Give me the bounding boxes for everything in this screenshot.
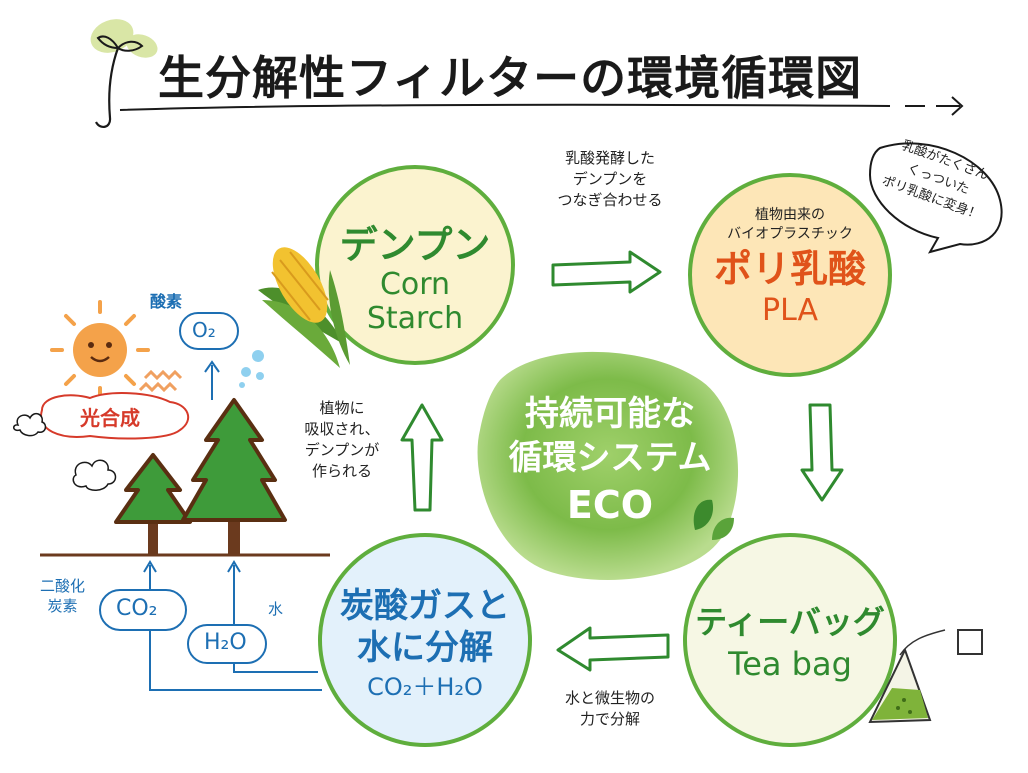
decomp-jp-2: 水に分解 [325,627,525,669]
center-line-1: 持続可能な [490,392,730,436]
decomp-jp-1: 炭酸ガスと [325,585,525,627]
co2-label: 二酸化 炭素 [40,576,85,616]
starch-en-2: Starch [317,302,513,336]
arrow-pla-to-teabag [802,405,842,500]
center-label: 持続可能な 循環システム ECO [490,392,730,530]
decomp-label: 炭酸ガスと 水に分解 CO₂＋H₂O [325,585,525,705]
caption-top: 乳酸発酵した デンプンを つなぎ合わせる [535,148,685,211]
arrow-starch-to-pla [553,252,660,292]
photosynthesis-label: 光合成 [80,402,140,431]
tree-icon [116,455,190,555]
center-line-3: ECO [490,480,730,530]
caption-top-1: 乳酸発酵した [535,148,685,169]
pla-en: PLA [690,294,890,328]
caption-left-3: デンプンが [292,440,392,461]
title-dash-arrow [905,97,962,115]
heat-wave-icon [140,372,181,390]
o2-arrow [205,362,219,400]
o2-text: O₂ [192,318,216,342]
caption-bottom-1: 水と微生物の [545,688,675,709]
page-title: 生分解性フィルターの環境循環図 [158,42,862,108]
sun-icon [52,302,148,398]
pla-label: 植物由来の バイオプラスチック ポリ乳酸 PLA [690,206,890,328]
pla-sub-2: バイオプラスチック [690,225,890,244]
caption-left-2: 吸収され、 [292,419,392,440]
caption-left: 植物に 吸収され、 デンプンが 作られる [292,398,392,482]
starch-label: デンプン Corn Starch [317,222,513,336]
cloud-icon [14,414,46,436]
caption-left-4: 作られる [292,461,392,482]
bubbles-icon [239,350,264,388]
cloud-icon [73,460,115,490]
teabag-label: ティーバッグ Tea bag [690,600,890,684]
decomp-formula: CO₂＋H₂O [325,669,525,705]
co2-label-2: 炭素 [40,596,85,616]
water-label: 水 [268,598,283,619]
co2-text: CO₂ [116,596,158,621]
teabag-jp: ティーバッグ [690,600,890,644]
caption-top-3: つなぎ合わせる [535,190,685,211]
tree-icon [183,400,285,555]
co2-label-1: 二酸化 [40,576,85,596]
h2o-text: H₂O [204,630,247,655]
starch-en-1: Corn [317,268,513,302]
caption-bottom: 水と微生物の 力で分解 [545,688,675,730]
center-line-2: 循環システム [490,436,730,480]
caption-top-2: デンプンを [535,169,685,190]
starch-jp: デンプン [317,222,513,268]
teabag-en: Tea bag [690,644,890,684]
pla-sub-1: 植物由来の [690,206,890,225]
caption-left-1: 植物に [292,398,392,419]
pla-jp: ポリ乳酸 [690,244,890,294]
arrow-teabag-to-decomp [558,628,668,670]
caption-bottom-2: 力で分解 [545,709,675,730]
oxygen-label: 酸素 [150,288,182,312]
arrow-decomp-to-starch [402,405,442,510]
